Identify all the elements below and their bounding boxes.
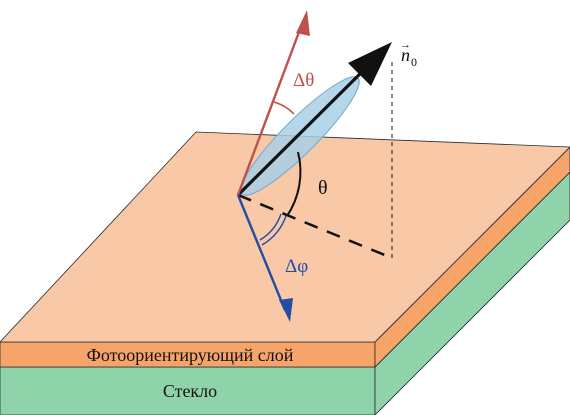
delta-phi-arc-outer [261, 215, 287, 246]
glass-label: Стекло [163, 381, 217, 401]
delta-phi-arc-inner [259, 213, 282, 241]
red-arrow-shaft [236, 23, 304, 196]
n0-vector-label: n [401, 45, 410, 65]
n0-vector-subscript: 0 [411, 55, 417, 69]
delta-phi-label: Δφ [285, 256, 308, 277]
blue-arrow-head [279, 298, 293, 322]
theta-arc [286, 151, 302, 217]
red-arrow-head [296, 10, 310, 36]
director-arrow-head [348, 42, 392, 86]
delta-theta-label: Δθ [293, 70, 314, 91]
top-surface [0, 131, 570, 343]
photo-layer-label: Фотоориентирующий слой [87, 345, 294, 365]
delta-theta-arc [273, 101, 295, 115]
projection-dashed-line [237, 193, 393, 260]
n0-vector-arrow: → [400, 39, 411, 51]
blue-arrow-shaft [236, 194, 287, 311]
theta-label: θ [318, 177, 328, 199]
director-arrow-shaft [236, 54, 380, 197]
